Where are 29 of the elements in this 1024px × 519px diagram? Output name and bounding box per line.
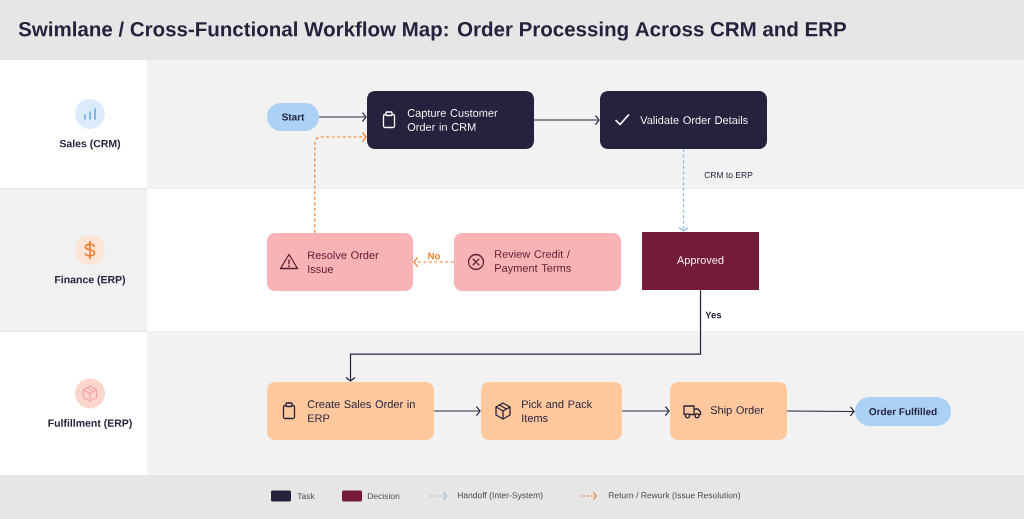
- task-box: Review Credit / Payment Terms: [454, 233, 621, 291]
- dashed-arrow: [413, 256, 455, 268]
- edge-label: CRM to ERP: [704, 172, 753, 178]
- task-box: Ship Order: [670, 382, 787, 440]
- arrow: [533, 114, 600, 126]
- arrow: [433, 405, 481, 417]
- node-label: Sales (CRM): [59, 139, 121, 150]
- legend-label: Task: [297, 492, 315, 500]
- dashed-arrow: [314, 131, 367, 234]
- task-box: Capture Customer Order in CRM: [367, 91, 534, 149]
- arrow: [345, 289, 702, 382]
- task-box: Validate Order Details: [600, 91, 767, 149]
- legend-label: Return / Rework (Issue Resolution): [608, 492, 740, 500]
- terminal-pill: Order Fulfilled: [855, 397, 951, 426]
- title: Swimlane / Cross-Functional Workflow Map: Order Processing Across CRM and ERP: [18, 21, 846, 41]
- arrow: [786, 406, 855, 417]
- task-box: Create Sales Order in ERP: [267, 382, 434, 440]
- terminal-pill: Start: [267, 103, 319, 131]
- edge-label: No: [428, 252, 440, 260]
- legend-label: Handoff (Inter-System): [457, 492, 543, 500]
- node-label: Fulfillment (ERP): [48, 419, 132, 429]
- legend-label: Decision: [367, 492, 400, 500]
- arrow: [621, 405, 670, 417]
- task-box: Resolve Order Issue: [267, 233, 413, 291]
- dashed-arrow: [678, 148, 689, 232]
- task-box: Pick and Pack Items: [481, 382, 622, 440]
- edge-label: Yes: [705, 311, 722, 319]
- arrow: [318, 111, 367, 123]
- decision-box: Approved: [642, 232, 759, 290]
